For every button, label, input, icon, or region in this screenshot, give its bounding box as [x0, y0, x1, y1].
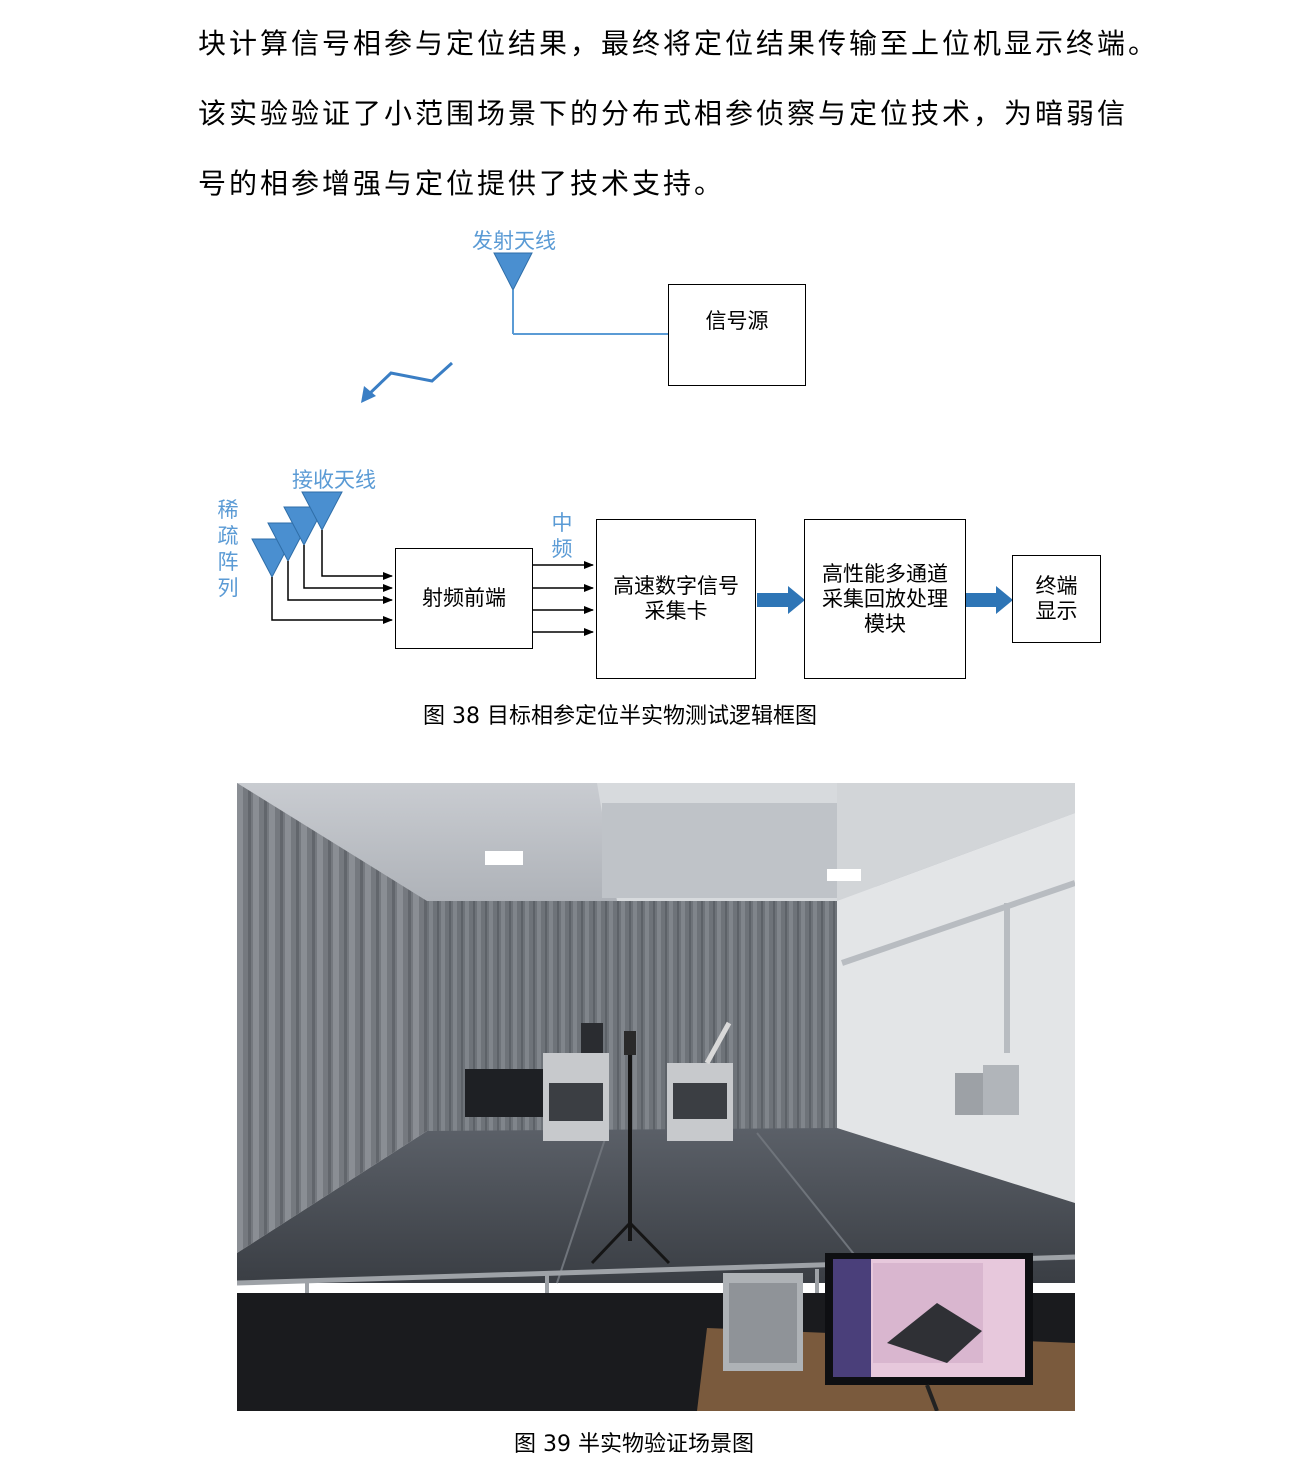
- test-scene-illustration: [237, 783, 1075, 1411]
- processing-module-label-3: 模块: [864, 611, 906, 636]
- acquisition-card-label-2: 采集卡: [644, 599, 708, 623]
- diagram-graphics: [251, 252, 1013, 636]
- rf-frontend-label: 射频前端: [422, 586, 506, 610]
- processing-module-box: 高性能多通道 采集回放处理 模块: [804, 519, 966, 679]
- sparse-array-char: 稀: [217, 498, 239, 522]
- sparse-array-char: 阵: [217, 550, 239, 574]
- receive-antenna-label: 接收天线: [292, 468, 376, 492]
- terminal-display-box: 终端 显示: [1012, 555, 1101, 643]
- processing-module-label-1: 高性能多通道: [822, 561, 948, 586]
- signal-source-box: 信号源: [668, 284, 806, 386]
- terminal-display-label-1: 终端: [1035, 574, 1078, 598]
- wireless-signal-icon: [361, 361, 454, 403]
- sparse-array-char: 疏: [217, 524, 239, 548]
- paragraph-line-3: 号的相参增强与定位提供了技术支持。: [198, 167, 726, 200]
- if-char: 频: [551, 537, 573, 561]
- acquisition-card-label-1: 高速数字信号: [613, 574, 739, 598]
- terminal-display-label-2: 显示: [1035, 599, 1078, 623]
- block-arrow-2: [966, 586, 1013, 614]
- if-lines: [533, 561, 594, 636]
- rf-frontend-box: 射频前端: [395, 548, 533, 649]
- if-char: 中: [551, 511, 573, 535]
- block-arrow-1: [757, 586, 805, 614]
- signal-source-label: 信号源: [705, 309, 769, 333]
- figure-39-caption: 图 39 半实物验证场景图: [514, 1432, 754, 1457]
- rx-feed-lines: [271, 530, 393, 624]
- transmit-antenna-label: 发射天线: [472, 229, 556, 253]
- paragraph-line-1: 块计算信号相参与定位结果，最终将定位结果传输至上位机显示终端。: [198, 27, 1160, 60]
- sparse-array-char: 列: [217, 576, 239, 600]
- processing-module-label-2: 采集回放处理: [822, 586, 948, 611]
- logic-block-diagram: 发射天线 信号源 接收天线 稀 疏 阵 列 中 频 射频前端 高速数字信号 采集…: [0, 0, 1308, 700]
- test-scene-photo: [237, 783, 1075, 1411]
- figure-38-caption: 图 38 目标相参定位半实物测试逻辑框图: [423, 704, 817, 729]
- paragraph-line-2: 该实验验证了小范围场景下的分布式相参侦察与定位技术，为暗弱信: [198, 97, 1129, 130]
- acquisition-card-box: 高速数字信号 采集卡: [596, 519, 756, 679]
- transmit-antenna-icon: [493, 252, 668, 335]
- receive-antenna-array-icon: [251, 491, 343, 579]
